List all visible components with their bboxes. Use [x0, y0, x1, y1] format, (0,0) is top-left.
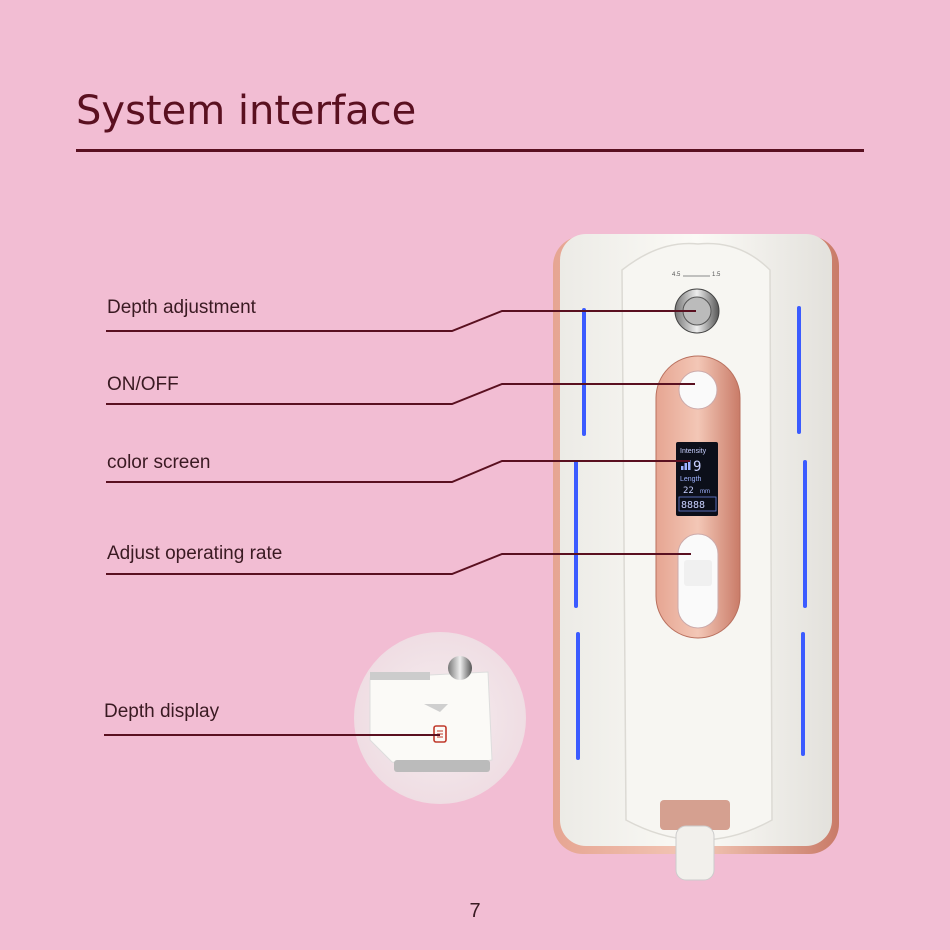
cartridge-port [660, 800, 730, 830]
leader-on-off [106, 383, 695, 405]
svg-text:9: 9 [693, 459, 701, 475]
svg-text:mm: mm [700, 489, 710, 495]
power-button [678, 370, 718, 410]
callout-on-off: ON/OFF [107, 374, 179, 395]
inset-dial [448, 656, 472, 680]
dial-left-mark: 4.5 [672, 272, 681, 278]
leader-operating-rate [106, 553, 691, 575]
cable [675, 825, 715, 881]
led-strips [574, 306, 807, 760]
title-divider [76, 149, 864, 152]
callout-color-screen: color screen [107, 452, 211, 473]
callout-operating-rate: Adjust operating rate [107, 543, 283, 564]
svg-text:8888: 8888 [681, 500, 705, 511]
page-number: 7 [469, 900, 481, 922]
svg-text:22: 22 [683, 486, 694, 496]
dial-right-mark: 1.5 [712, 272, 721, 278]
leader-depth-adjustment [106, 310, 696, 332]
page-title: System interface [76, 88, 417, 134]
callout-depth-display: Depth display [104, 701, 220, 722]
svg-text:Length: Length [680, 476, 702, 483]
callout-depth-adjustment: Depth adjustment [107, 297, 256, 318]
svg-text:Intensity: Intensity [680, 448, 707, 455]
leader-color-screen [106, 460, 690, 483]
